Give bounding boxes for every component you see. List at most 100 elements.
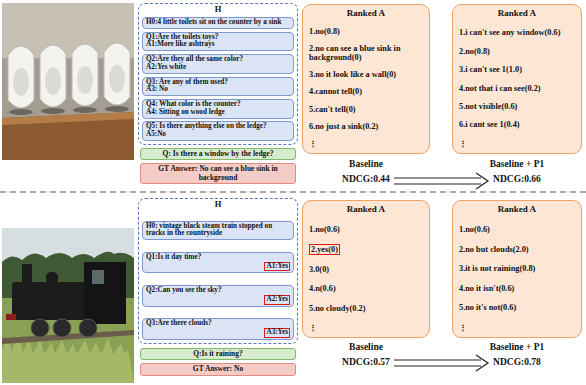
answer-item: 3.0(0) [309,265,423,274]
toilet-bowl [109,65,125,93]
panel-heading: Ranked A [459,9,575,19]
answer-item: 2.no but clouds(2.0) [459,245,575,254]
improvement-arrow [394,365,481,366]
train-boiler [12,282,92,320]
answer-text: A3: No [146,86,290,94]
caption-box: H0:4 little toilets sit on the counter b… [142,17,294,29]
caption-box: H0: vintage black steam train stopped on… [142,221,294,241]
question-text: Q3: Are any of them used? [146,79,290,87]
photo-shadow [105,106,129,112]
box-text: H0: vintage black steam train stopped on… [146,223,290,239]
box-text: GT Answer: No [144,365,292,373]
answer-item: 3.it is not raining(0.8) [459,264,575,273]
dialog-turn-box: Q3: Are any of them used?A3: No [142,77,294,97]
result-label: Baseline + P1 [452,159,582,170]
answer-text: A5:No [146,131,290,139]
history-panel: H H0:4 little toilets sit on the counter … [138,3,298,145]
question-box: Q: Is there a window by the ledge? [140,148,296,160]
photo-sky [2,228,134,383]
ranked-answers-box: Ranked A 1.no(0.6) 2.yes(0) 3.0(0) 4.n(0.6) 5… [302,200,430,338]
answer-item: 5.can't tell(0) [309,105,423,114]
train-window [92,270,104,284]
improvement-arrow [476,173,488,189]
box-text: Q:Is it raining? [144,350,292,358]
question-text: Q1:Are the toilets toys? [146,34,290,42]
ground-truth-box: GT Answer: No can see a blue sink in bac… [140,163,296,184]
box-text: GT Answer: No can see a blue sink in bac… [144,165,292,182]
answer-text: A2:Yes white [146,64,290,72]
train-wheel [31,319,49,337]
toilet-figure [8,46,34,108]
question-box: Q:Is it raining? [140,348,296,360]
answer-item: ⋮ [459,323,575,332]
photo-shadow [41,108,65,114]
dialog-turn-box: Q5: Is there anything else on the ledge?… [142,121,294,141]
improvement-arrow [394,359,481,360]
answer-item: 4.no it isn't(0.6) [459,284,575,293]
toilet-figure [72,44,98,106]
answer-item: 5.not visible(0.6) [459,102,575,111]
answer-item: 1.no(0.6) [309,225,423,234]
train-chimney [22,264,32,284]
dialog-turn-box: Q4: What color is the counter?A4: Sittin… [142,99,294,119]
result-label: NDCG:0.57 [302,357,430,368]
result-label: NDCG:0.44 [302,174,430,185]
result-label: NDCG:0.78 [452,357,582,368]
panel-heading: H [142,200,294,209]
answer-text: A1:More like ashtrays [146,41,290,49]
panel-heading: Ranked A [309,205,423,215]
ground-truth-box: GT Answer: No [140,363,296,375]
result-label: Baseline [302,159,430,170]
answer-item: 1.no(0.8) [309,27,423,36]
improvement-arrow [394,177,481,178]
panel-heading: Ranked A [459,205,575,215]
toilet-figure [104,43,130,105]
toilet-figure [40,45,66,107]
result-label: Baseline [302,342,430,353]
panel-heading: H [142,5,294,14]
answer-item: 5.no it's not(0.6) [459,303,575,312]
train-dome [46,272,58,284]
ranked-answers-box: Ranked A 1.no(0.6) 2.no but clouds(2.0) 3.i… [452,200,582,338]
toilet-bowl [45,67,61,95]
answer-item: 4.cannot tell(0) [309,87,423,96]
dialog-turn-box: Q3:Are there clouds?A3:Yes [142,318,294,340]
dialog-turn-box: Q2:Can you see the sky?A2:Yes [142,285,294,307]
question-text: Q3:Are there clouds? [146,320,290,328]
answer-item: 4.n(0.6) [309,284,423,293]
question-text: Q5: Is there anything else on the ledge? [146,123,290,131]
train-wheel [79,319,97,337]
question-text: Q4: What color is the counter? [146,101,290,109]
answer-text: A1:Yes [264,262,290,272]
answer-item: 4.not that i can see(0.2) [459,84,575,93]
history-panel: H H0: vintage black steam train stopped o… [138,198,298,344]
answer-item: 2.no can see a blue sink in background(0… [309,44,423,62]
train-buffer-beam [6,314,16,320]
question-text: Q2:Are they all the same color? [146,56,290,64]
photo-shadow [73,107,97,113]
answer-item: 6.no just a sink(0.2) [309,122,423,131]
answer-text: A2:Yes [264,295,290,305]
train-cab [84,262,126,324]
answer-item: 2.no(0.8) [459,47,575,56]
dialog-turn-box: Q2:Are they all the same color?A2:Yes wh… [142,54,294,74]
photo-counter [2,112,134,160]
box-text: H0:4 little toilets sit on the counter b… [146,19,290,27]
separator-line [0,192,586,193]
box-text: Q: Is there a window by the ledge? [144,150,292,158]
answer-item: ⋮ [309,323,423,332]
panel-heading: Ranked A [309,9,423,19]
photo-wall [2,3,134,160]
answer-text: A4: Sitting on wood ledge [146,109,290,117]
train-wheel [53,319,71,337]
answer-item: ⋮ [459,139,575,148]
answer-item: 5.no cloudy(0.2) [309,304,423,313]
ranked-answers-box: Ranked A 1.no(0.8) 2.no can see a blue sin… [302,4,430,154]
answer-item: 1.no(0.6) [459,225,575,234]
answer-text: A3:Yes [264,328,290,338]
answer-item: 3.no it look like a wall(0) [309,70,423,79]
result-label: NDCG:0.66 [452,174,582,185]
dialog-turn-box: Q1:Are the toilets toys?A1:More like ash… [142,32,294,52]
answer-item: 2.yes(0) [309,244,340,255]
